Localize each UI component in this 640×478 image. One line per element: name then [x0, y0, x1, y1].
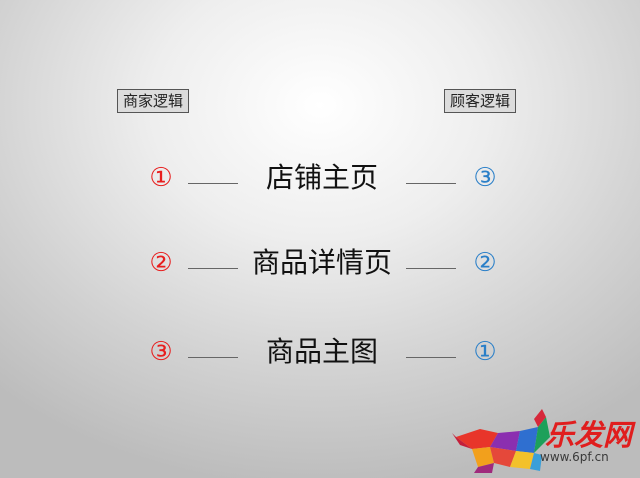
logo-url: www.6pf.cn	[540, 450, 609, 464]
row-2: ② 商品详情页 ②	[0, 243, 640, 283]
merchant-rank-3: ③	[149, 337, 173, 367]
row-label-3: 商品主图	[265, 335, 378, 368]
connector-right-3	[406, 357, 456, 358]
merchant-logic-tag: 商家逻辑	[117, 89, 190, 113]
merchant-rank-1: ①	[149, 163, 173, 193]
customer-rank-1: ③	[473, 163, 497, 193]
connector-right-1	[406, 183, 456, 184]
bull-logo-icon	[452, 409, 550, 473]
customer-logic-tag: 顾客逻辑	[444, 89, 517, 113]
connector-left-1	[188, 183, 238, 184]
logo-text: 乐发网	[545, 418, 633, 452]
customer-rank-2: ②	[473, 248, 497, 278]
connector-left-2	[188, 268, 238, 269]
row-label-1: 店铺主页	[265, 161, 378, 194]
row-1: ① 店铺主页 ③	[0, 158, 640, 198]
customer-rank-3: ①	[473, 337, 497, 367]
merchant-rank-2: ②	[149, 248, 173, 278]
row-label-2: 商品详情页	[251, 246, 392, 279]
connector-right-2	[406, 268, 456, 269]
connector-left-3	[188, 357, 238, 358]
row-3: ③ 商品主图 ①	[0, 332, 640, 372]
